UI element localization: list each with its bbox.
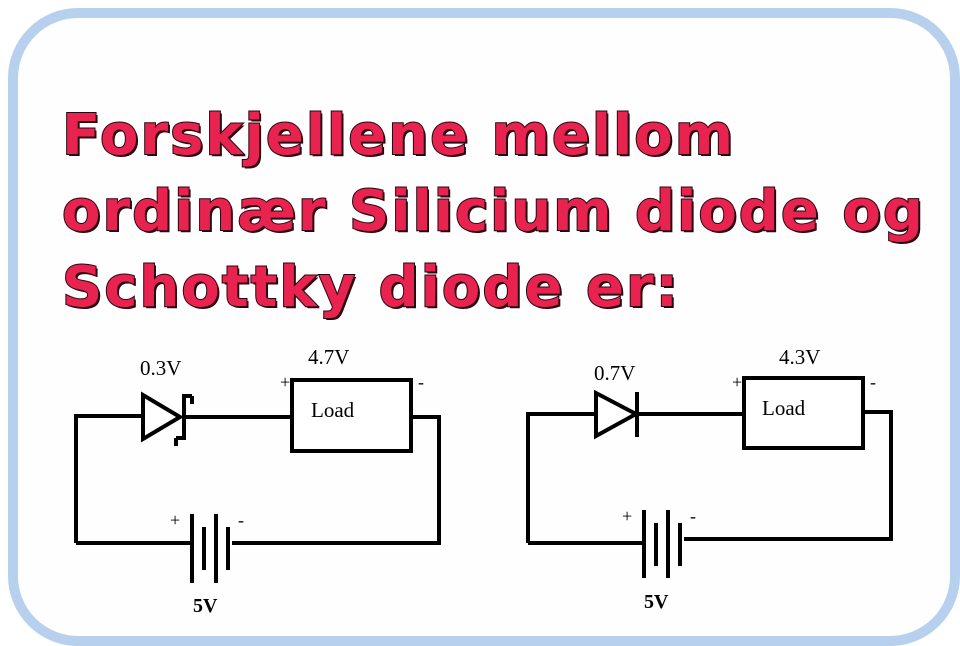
silicon-diode-icon [594, 389, 641, 440]
right-load-box [742, 376, 865, 450]
title-line-3: Schottky diode er: [61, 254, 680, 321]
page-title: Forskjellene mellom ordinær Silicium dio… [61, 98, 952, 326]
schottky-circuit: 0.3V 4.7V Load + - + - 5V [74, 345, 441, 617]
left-diode-voltage: 0.3V [140, 356, 181, 380]
left-battery-minus: - [238, 510, 244, 530]
rounded-frame [8, 8, 960, 646]
right-right-wire [684, 410, 893, 541]
left-battery-voltage: 5V [193, 595, 218, 617]
left-battery-plus: + [170, 510, 180, 530]
left-top-wire [74, 414, 143, 543]
right-battery-minus: - [690, 506, 696, 526]
left-load-label: Load [311, 398, 355, 422]
left-load-voltage: 4.7V [308, 345, 349, 369]
title-line-2: ordinær Silicium diode og [61, 178, 925, 245]
right-top-wire [526, 412, 596, 543]
schottky-diode-icon [141, 391, 184, 443]
right-load-plus: + [732, 372, 742, 392]
title-line-1: Forskjellene mellom [61, 102, 736, 169]
left-right-wire [232, 415, 441, 545]
right-load-voltage: 4.3V [779, 345, 820, 369]
left-load-minus: - [418, 372, 424, 392]
right-diode-voltage: 0.7V [594, 361, 635, 385]
right-battery-voltage: 5V [644, 591, 669, 613]
right-load-minus: - [870, 372, 876, 392]
right-load-label: Load [762, 396, 806, 420]
silicon-circuit: 0.7V 4.3V Load + - + - 5V [526, 345, 893, 613]
left-load-plus: + [280, 372, 290, 392]
left-load-box [290, 378, 413, 453]
right-battery-plus: + [622, 506, 632, 526]
